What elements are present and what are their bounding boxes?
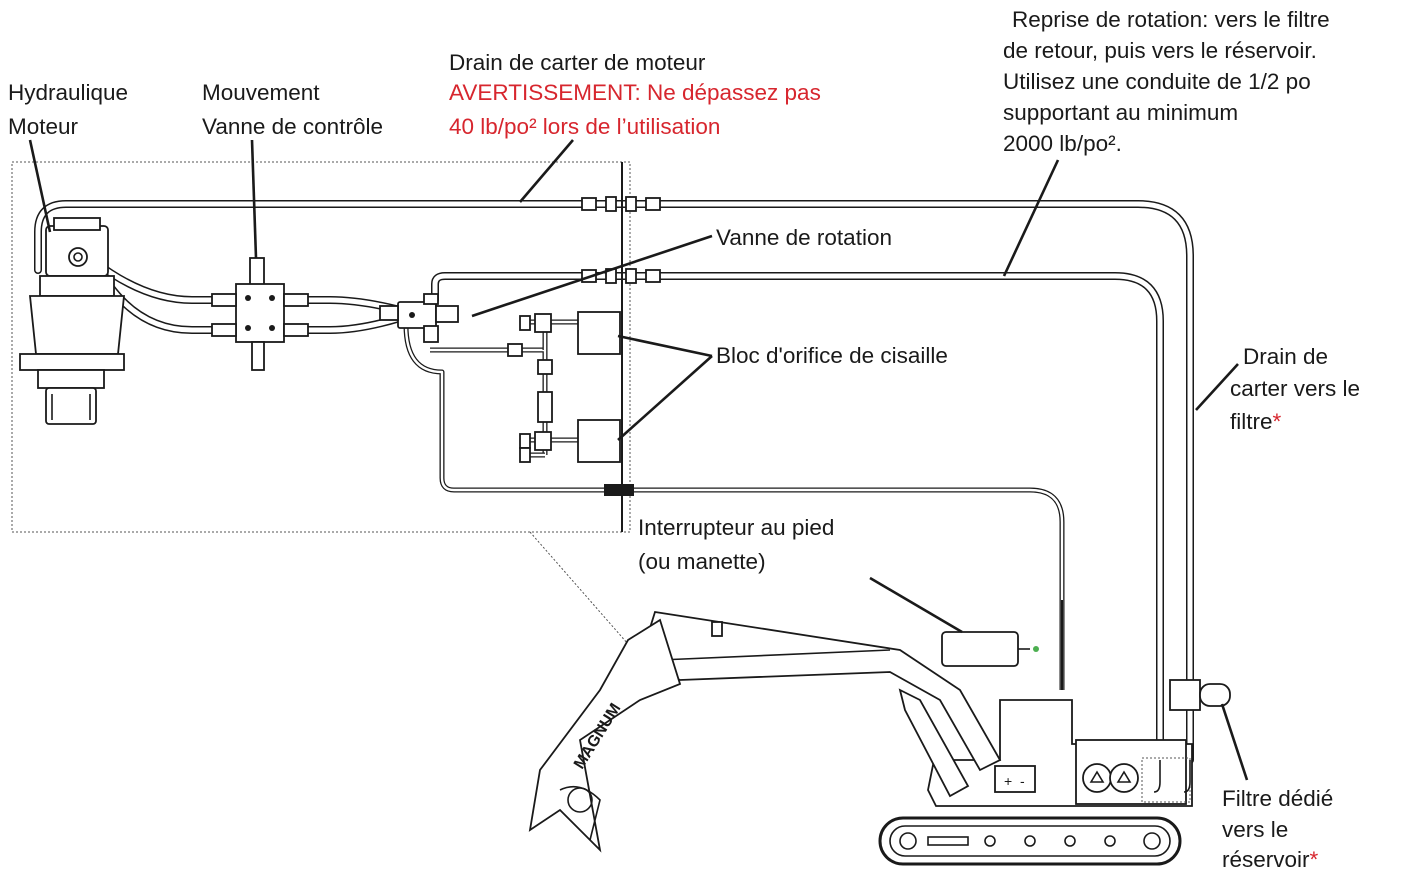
- rotation-return-line-3: Utilisez une conduite de 1/2 po: [1003, 69, 1311, 94]
- case-drain-filter-line-2: carter vers le: [1230, 376, 1360, 401]
- hydraulic-motor: [19, 217, 125, 425]
- movement-valve-line-2: Vanne de contrôle: [202, 114, 383, 139]
- label-movement-valve: Mouvement Vanne de contrôle: [202, 80, 383, 139]
- warning-line-2: 40 lb/po² lors de l’utilisation: [449, 114, 720, 139]
- foot-switch-line-1: Interrupteur au pied: [638, 515, 834, 540]
- shear-port-blocks: [507, 311, 621, 463]
- excavator: + - MAGNUM: [528, 600, 1231, 866]
- battery-minus: -: [1020, 773, 1025, 789]
- dedicated-filter-line-1: Filtre dédié: [1222, 786, 1333, 811]
- label-rotation-valve: Vanne de rotation: [716, 225, 892, 250]
- inline-fittings: [581, 196, 661, 496]
- label-shear-port-block: Bloc d'orifice de cisaille: [716, 343, 948, 368]
- case-drain-filter-line-1: Drain de: [1243, 344, 1328, 369]
- label-dedicated-filter: Filtre dédié vers le réservoir*: [1222, 786, 1333, 872]
- rotation-return-line-5: 2000 lb/po².: [1003, 131, 1122, 156]
- rotation-return-line-2: de retour, puis vers le réservoir.: [1003, 38, 1317, 63]
- label-hydraulic-motor: Hydraulique Moteur: [8, 80, 128, 139]
- leader-lines: [28, 139, 1249, 781]
- hydraulic-motor-line-1: Hydraulique: [8, 80, 128, 105]
- rotation-return-line-1: Reprise de rotation: vers le filtre: [1012, 7, 1330, 32]
- case-drain-motor-text: Drain de carter de moteur: [449, 50, 706, 75]
- asterisk-2: *: [1310, 847, 1319, 872]
- dedicated-filter-line-3: réservoir*: [1222, 847, 1319, 872]
- label-case-drain-filter: Drain de carter vers le filtre*: [1230, 344, 1360, 434]
- movement-control-valve: [211, 257, 309, 371]
- label-case-drain-motor: Drain de carter de moteur AVERTISSEMENT:…: [449, 50, 821, 139]
- warning-line-1: AVERTISSEMENT: Ne dépassez pas: [449, 80, 821, 105]
- movement-valve-line-1: Mouvement: [202, 80, 320, 105]
- foot-switch-line-2: (ou manette): [638, 549, 766, 574]
- dedicated-filter-line-2: vers le: [1222, 817, 1288, 842]
- asterisk-1: *: [1273, 409, 1282, 434]
- hydraulic-motor-line-2: Moteur: [8, 114, 79, 139]
- label-rotation-return: Reprise de rotation: vers le filtre de r…: [1003, 7, 1330, 156]
- label-foot-switch: Interrupteur au pied (ou manette): [638, 515, 834, 574]
- detail-frame: [11, 161, 643, 661]
- case-drain-filter-line-3: filtre*: [1230, 409, 1282, 434]
- rotation-return-line-4: supportant au minimum: [1003, 100, 1238, 125]
- rotation-valve: [379, 293, 459, 343]
- battery-plus: +: [1004, 773, 1012, 789]
